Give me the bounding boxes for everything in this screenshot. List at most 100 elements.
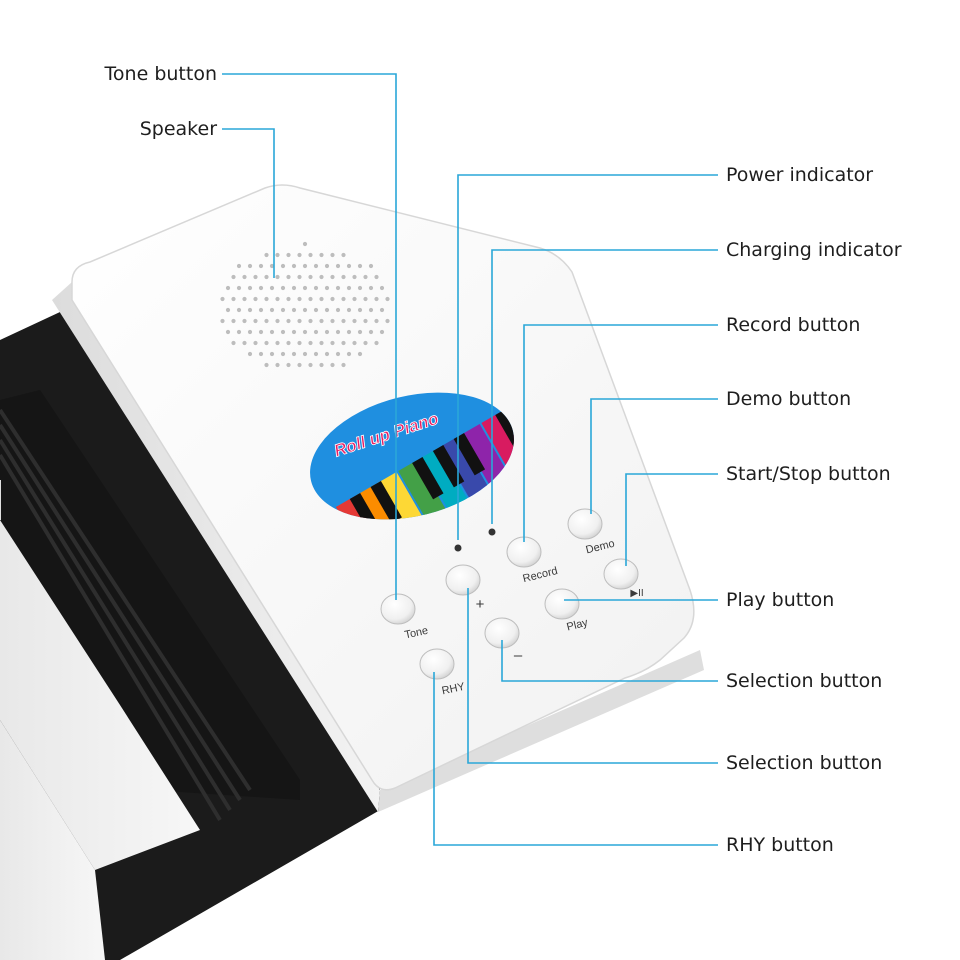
speaker-hole <box>308 340 313 346</box>
speaker-hole <box>368 285 374 291</box>
speaker-hole <box>374 274 379 280</box>
speaker-hole <box>236 307 242 313</box>
callout-record-button: Record button <box>726 314 861 336</box>
speaker-hole <box>236 329 242 335</box>
speaker-hole <box>231 296 236 302</box>
speaker-hole <box>302 241 308 247</box>
tone-button-label: Tone <box>403 625 429 642</box>
speaker-hole <box>220 296 225 302</box>
speaker-hole <box>225 307 231 313</box>
speaker-hole <box>280 307 286 313</box>
callout-rhy-button: RHY button <box>726 834 834 856</box>
speaker-hole <box>253 340 258 346</box>
speaker-hole <box>379 285 385 291</box>
speaker-hole <box>352 318 357 324</box>
white-key <box>0 720 105 960</box>
speaker-hole <box>269 307 275 313</box>
speaker-hole <box>297 252 302 258</box>
speaker-hole <box>302 351 308 357</box>
speaker-hole <box>324 351 330 357</box>
tone-button[interactable]: Tone <box>380 593 429 642</box>
speaker-hole <box>291 329 297 335</box>
speaker-hole <box>308 318 313 324</box>
speaker-hole <box>313 351 319 357</box>
speaker-hole <box>341 318 346 324</box>
leader-rhy <box>433 672 718 846</box>
speaker-hole <box>291 351 297 357</box>
start-stop-button-label: ▶II <box>630 588 643 599</box>
speaker-hole <box>363 318 368 324</box>
speaker-hole <box>357 307 363 313</box>
speaker-hole <box>308 296 313 302</box>
speaker-hole <box>220 318 225 324</box>
speaker-hole <box>352 340 357 346</box>
speaker-hole <box>286 274 291 280</box>
speaker-hole <box>253 274 258 280</box>
speaker-hole <box>341 252 346 258</box>
speaker-hole <box>346 329 352 335</box>
speaker-hole <box>280 263 286 269</box>
speaker-hole <box>258 329 264 335</box>
speaker-hole <box>368 263 374 269</box>
play-button-label: Play <box>565 617 589 634</box>
speaker-hole <box>368 329 374 335</box>
speaker-hole <box>291 285 297 291</box>
keyboard-mat <box>0 312 380 960</box>
speaker-hole <box>258 351 264 357</box>
speaker-hole <box>308 252 313 258</box>
rhy-button-label: RHY <box>441 681 467 698</box>
speaker-hole <box>225 329 231 335</box>
speaker-hole <box>236 263 242 269</box>
speaker-hole <box>231 274 236 280</box>
speaker-hole <box>313 263 319 269</box>
leader-power <box>457 174 718 540</box>
speaker-hole <box>269 285 275 291</box>
leader-selection-plus <box>467 588 718 764</box>
speaker-hole <box>330 340 335 346</box>
selection-plus-button[interactable]: + <box>445 564 485 613</box>
speaker-hole <box>330 274 335 280</box>
speaker-hole <box>324 329 330 335</box>
speaker-hole <box>302 329 308 335</box>
power-indicator-led <box>454 544 462 552</box>
start-stop-button[interactable]: ▶II <box>603 558 644 599</box>
speaker-hole <box>341 340 346 346</box>
speaker-hole <box>258 307 264 313</box>
speaker-hole <box>374 340 379 346</box>
speaker-hole <box>308 274 313 280</box>
speaker-hole <box>341 274 346 280</box>
speaker-hole <box>363 296 368 302</box>
callout-play-button: Play button <box>726 589 835 611</box>
speaker-hole <box>330 362 335 368</box>
charging-indicator-led <box>488 528 496 536</box>
play-button[interactable]: Play <box>544 588 590 634</box>
speaker-hole <box>319 252 324 258</box>
speaker-hole <box>385 296 390 302</box>
callout-demo-button: Demo button <box>726 388 852 410</box>
rhy-button[interactable]: RHY <box>419 648 467 698</box>
speaker-hole <box>258 263 264 269</box>
leader-selection-minus <box>501 640 718 682</box>
speaker-hole <box>341 296 346 302</box>
speaker-hole <box>297 362 302 368</box>
speaker-hole <box>242 318 247 324</box>
speaker-hole <box>330 296 335 302</box>
speaker-hole <box>269 351 275 357</box>
speaker-hole <box>341 362 346 368</box>
speaker-hole <box>335 351 341 357</box>
speaker-hole <box>374 296 379 302</box>
leader-startstop <box>625 473 718 566</box>
speaker-hole <box>247 263 253 269</box>
speaker-hole <box>379 307 385 313</box>
speaker-hole <box>319 340 324 346</box>
leader-charging <box>491 249 718 524</box>
speaker-hole <box>368 307 374 313</box>
speaker-hole <box>264 296 269 302</box>
roll-up-piano-logo: Roll up Piano <box>310 392 528 540</box>
speaker-hole <box>280 285 286 291</box>
speaker-hole <box>264 274 269 280</box>
speaker-hole <box>275 274 280 280</box>
speaker-hole <box>264 362 269 368</box>
speaker-hole <box>324 263 330 269</box>
